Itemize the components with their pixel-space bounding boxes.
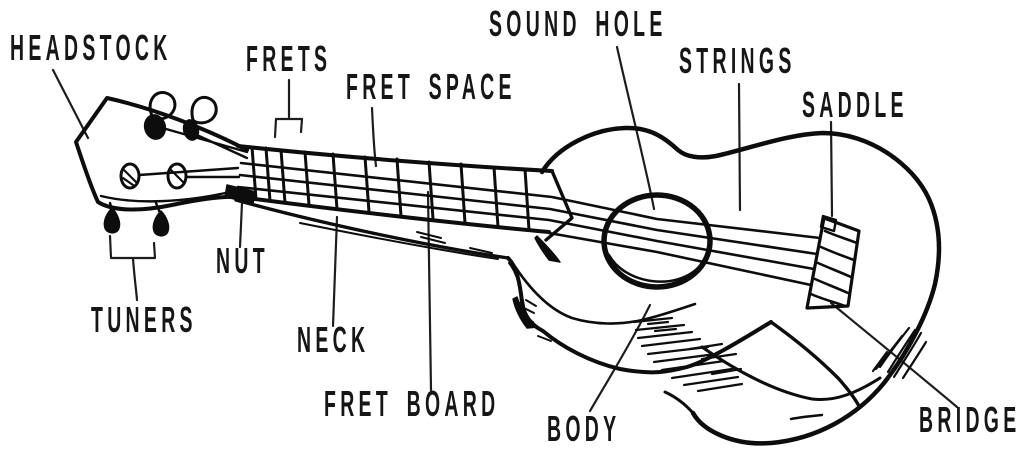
body-outline	[539, 125, 942, 446]
tuner-button-icon	[103, 207, 121, 234]
headstock-drawing	[74, 90, 249, 237]
sound-hole-circle	[601, 192, 713, 290]
bridge-drawing	[805, 214, 861, 310]
saddle-icon	[819, 214, 838, 233]
nut-pointer-line	[238, 201, 244, 249]
neck-fretboard-drawing	[224, 144, 822, 287]
waist-hatching	[632, 316, 744, 393]
body-sketch-dash	[789, 413, 824, 421]
label-bridge: BRIDGE	[919, 399, 1021, 440]
body-edge-hatching	[871, 326, 928, 380]
label-headstock: HEADSTOCK	[10, 27, 172, 68]
bridge-outline	[805, 216, 861, 310]
body-front-edge	[506, 256, 773, 375]
tuner-peg-curl-icon	[190, 95, 218, 125]
fret-board-pointer-line	[426, 190, 433, 392]
saddle-pointer-line	[829, 120, 834, 218]
label-fret-board: FRET BOARD	[324, 383, 500, 424]
bridge-string-rungs	[809, 229, 859, 308]
body-waist-edge	[769, 320, 861, 408]
label-sound-hole: SOUND HOLE	[489, 3, 667, 44]
label-tuners: TUNERS	[91, 299, 197, 340]
tuner-button-icon	[152, 210, 170, 237]
label-neck: NECK	[297, 319, 370, 360]
body-drawing	[506, 125, 942, 446]
body-pointer-line	[588, 303, 652, 413]
tuners-bracket-line	[108, 234, 157, 302]
fret-space-pointer-line	[370, 106, 378, 168]
headstock-pointer-line	[51, 68, 90, 140]
label-saddle: SADDLE	[802, 84, 908, 125]
label-fret-space: FRET SPACE	[346, 66, 516, 107]
strings-pointer-line	[737, 82, 742, 212]
frets-bracket-line	[273, 78, 304, 139]
neck-pointer-line	[331, 215, 339, 328]
tuner-post-icon	[143, 114, 167, 140]
label-frets: FRETS	[246, 38, 332, 79]
fret-lines	[250, 145, 531, 232]
label-body: BODY	[547, 408, 621, 449]
label-nut: NUT	[216, 240, 269, 281]
label-strings: STRINGS	[679, 40, 796, 81]
